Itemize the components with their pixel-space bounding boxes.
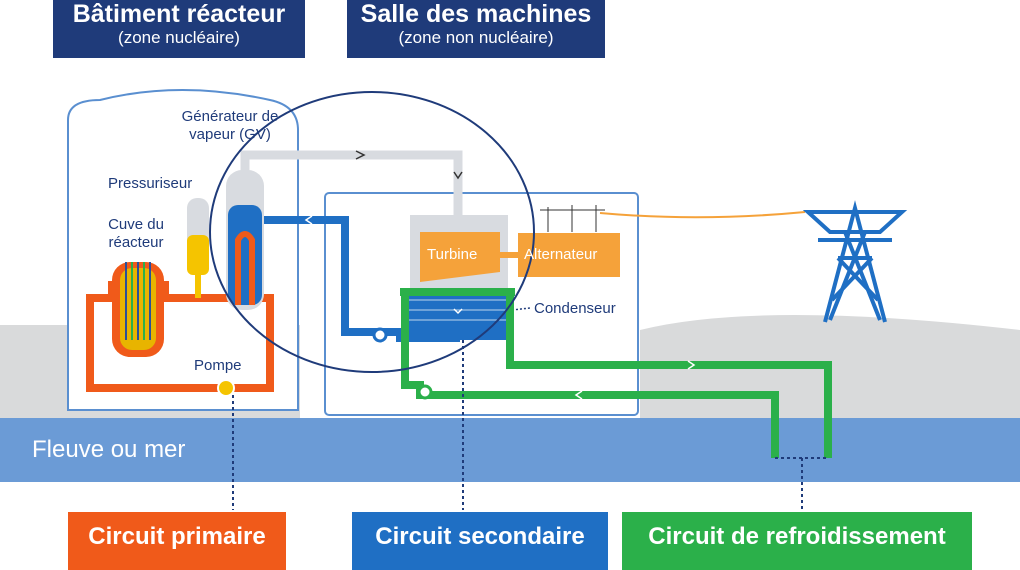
alternator-label: Alternateur [524, 246, 598, 263]
cooling-circuit-tag: Circuit de refroidissement [622, 512, 972, 570]
power-line [599, 211, 806, 219]
primary-circuit-tag: Circuit primaire [68, 512, 286, 570]
condenser [405, 290, 510, 340]
machines-zone-header: Salle des machines (zone non nucléaire) [347, 0, 605, 58]
alternator [518, 233, 620, 277]
reactor-vessel-label: Cuve du réacteur [108, 216, 164, 251]
water-band [0, 418, 1020, 482]
condenser-label: Condenseur [534, 300, 616, 317]
secondary-circuit-tag: Circuit secondaire [352, 512, 608, 570]
reactor-zone-title: Bâtiment réacteur [72, 0, 286, 28]
pump-label: Pompe [194, 357, 242, 374]
pylon-icon [802, 200, 908, 323]
steam-line [240, 150, 463, 215]
steam-generator-label: Générateur de vapeur (GV) [181, 108, 279, 143]
turbine [420, 232, 500, 282]
machines-zone-title: Salle des machines [360, 0, 592, 28]
pressurizer-label: Pressuriseur [108, 175, 193, 192]
turbine-label: Turbine [427, 246, 478, 263]
reactor-zone-header: Bâtiment réacteur (zone nucléaire) [53, 0, 305, 58]
steam-arrow-down [453, 171, 463, 180]
reactor-zone-subtitle: (zone nucléaire) [118, 28, 240, 47]
steam-arrow [355, 150, 366, 160]
zoom-circle [209, 91, 535, 373]
machines-zone-subtitle: (zone non nucléaire) [398, 28, 554, 47]
water-label: Fleuve ou mer [32, 436, 186, 463]
primary-pump [217, 379, 235, 397]
